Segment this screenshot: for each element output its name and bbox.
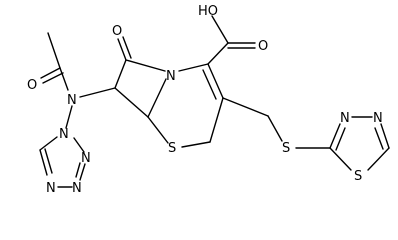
atom-label-s-thiadiazole: S (354, 169, 362, 184)
atom-label-s-thioether: S (282, 141, 290, 156)
bond-td-n4-c5-a (380, 123, 390, 149)
bond-td-c2-n3-a (329, 123, 341, 149)
bond-tz-c5-n4-a (39, 149, 48, 176)
bond-c2-c3-double-a (207, 63, 224, 99)
bond-n-lactam-c2 (178, 63, 209, 72)
bond-acetyl-c-o-double-a (40, 67, 61, 79)
atom-label-s-thiazine: S (168, 141, 176, 156)
atom-label-set: HO O O O N N S S N N N N N N S (27, 4, 383, 196)
atom-label-o-acid: O (258, 39, 268, 54)
bond-n-lactam-c6 (147, 78, 167, 118)
bond-c7-c8 (114, 59, 127, 89)
bond-c2-c3-double-b (202, 69, 217, 100)
bond-ch2-s (267, 115, 283, 142)
bond-cooh-oh (211, 15, 229, 44)
bond-c6-c7 (114, 87, 149, 118)
bond-c2-cooh (207, 42, 229, 65)
bond-c3-ch2 (222, 97, 269, 117)
bond-tz-n3-n2-a (79, 163, 86, 181)
atom-label-n-thiadiazole-3: N (340, 111, 350, 126)
bond-tz-c5-n4-b (44, 148, 53, 174)
atom-label-ho: HO (198, 4, 218, 19)
bond-c8-o-double-b (122, 36, 132, 59)
atom-label-o-keto: O (112, 24, 122, 39)
atom-label-n-tetrazole-4: N (46, 181, 56, 196)
bond-acetyl-c-n (59, 67, 69, 91)
bond-tz-n3-n2-b (75, 162, 81, 178)
bond-c4-s (181, 141, 211, 148)
atom-label-n-tetrazole-1: N (59, 127, 69, 142)
bond-tz-n2-n1 (73, 137, 85, 153)
bond-tz-n1-c5 (39, 136, 58, 151)
bond-n-ntz (65, 105, 73, 129)
bond-td-c2-n3-b (335, 127, 346, 151)
molecule-structure-diagram: HO O O O N N S S N N N N N N S (27, 4, 390, 196)
bond-td-n4-c5-b (374, 127, 384, 150)
atom-label-n-amide: N (67, 93, 77, 108)
bond-c8-n-lactam (125, 59, 166, 72)
atom-label-n-tetrazole-3: N (72, 181, 82, 196)
atom-label-n-tetrazole-2: N (81, 151, 91, 166)
atom-label-o-acetyl: O (27, 78, 37, 93)
bond-td-c5-s (367, 147, 390, 171)
atom-label-n-lactam: N (166, 69, 176, 84)
atom-label-n-thiadiazole-4: N (373, 111, 383, 126)
bond-c3-c4 (209, 97, 224, 143)
bond-c8-o-double-a (117, 38, 127, 61)
bond-td-s-c2 (329, 147, 352, 171)
bond-s-c6 (147, 116, 169, 144)
bond-acetyl-c-o-double-b (42, 72, 64, 84)
bond-acetyl-methyl (47, 32, 61, 69)
bond-set (39, 15, 390, 188)
bond-n-c7 (79, 87, 116, 98)
